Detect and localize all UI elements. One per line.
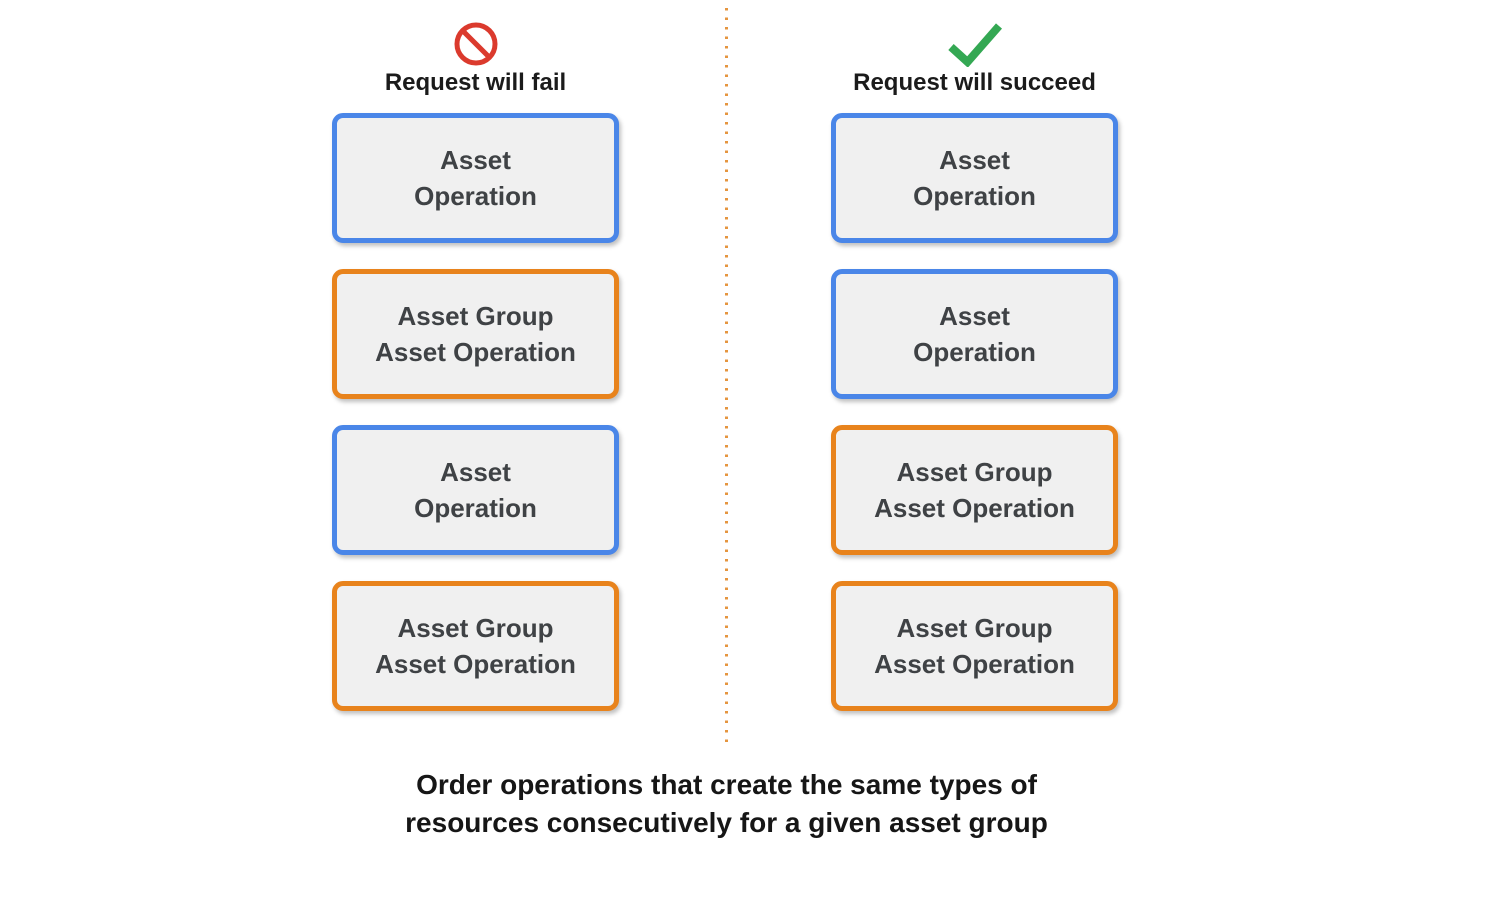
caption: Order operations that create the same ty… [0, 766, 1453, 842]
succeed-box-3: Asset Group Asset Operation [831, 425, 1118, 555]
succeed-boxes: Asset Operation Asset Operation Asset Gr… [831, 113, 1118, 711]
box-label: Asset Operation [913, 301, 1036, 367]
fail-column-header: Request will fail [332, 18, 619, 113]
fail-box-1: Asset Operation [332, 113, 619, 243]
box-label: Asset Operation [414, 145, 537, 211]
fail-box-4: Asset Group Asset Operation [332, 581, 619, 711]
succeed-column-title: Request will succeed [853, 69, 1096, 96]
succeed-box-4: Asset Group Asset Operation [831, 581, 1118, 711]
box-label: Asset Operation [414, 457, 537, 523]
box-label: Asset Group Asset Operation [375, 613, 576, 679]
box-label: Asset Group Asset Operation [874, 457, 1075, 523]
caption-line-1: Order operations that create the same ty… [416, 769, 1037, 800]
fail-box-3: Asset Operation [332, 425, 619, 555]
checkmark-icon [947, 23, 1002, 67]
fail-column: Request will fail Asset Operation Asset … [332, 18, 619, 711]
column-divider [725, 8, 728, 748]
succeed-column-header: Request will succeed [831, 18, 1118, 113]
box-label: Asset Group Asset Operation [874, 613, 1075, 679]
prohibition-icon [454, 22, 497, 66]
fail-boxes: Asset Operation Asset Group Asset Operat… [332, 113, 619, 711]
box-label: Asset Operation [913, 145, 1036, 211]
succeed-box-2: Asset Operation [831, 269, 1118, 399]
fail-column-title: Request will fail [384, 69, 567, 96]
fail-box-2: Asset Group Asset Operation [332, 269, 619, 399]
succeed-column: Request will succeed Asset Operation Ass… [831, 18, 1118, 711]
caption-line-2: resources consecutively for a given asse… [405, 807, 1048, 838]
box-label: Asset Group Asset Operation [375, 301, 576, 367]
succeed-box-1: Asset Operation [831, 113, 1118, 243]
